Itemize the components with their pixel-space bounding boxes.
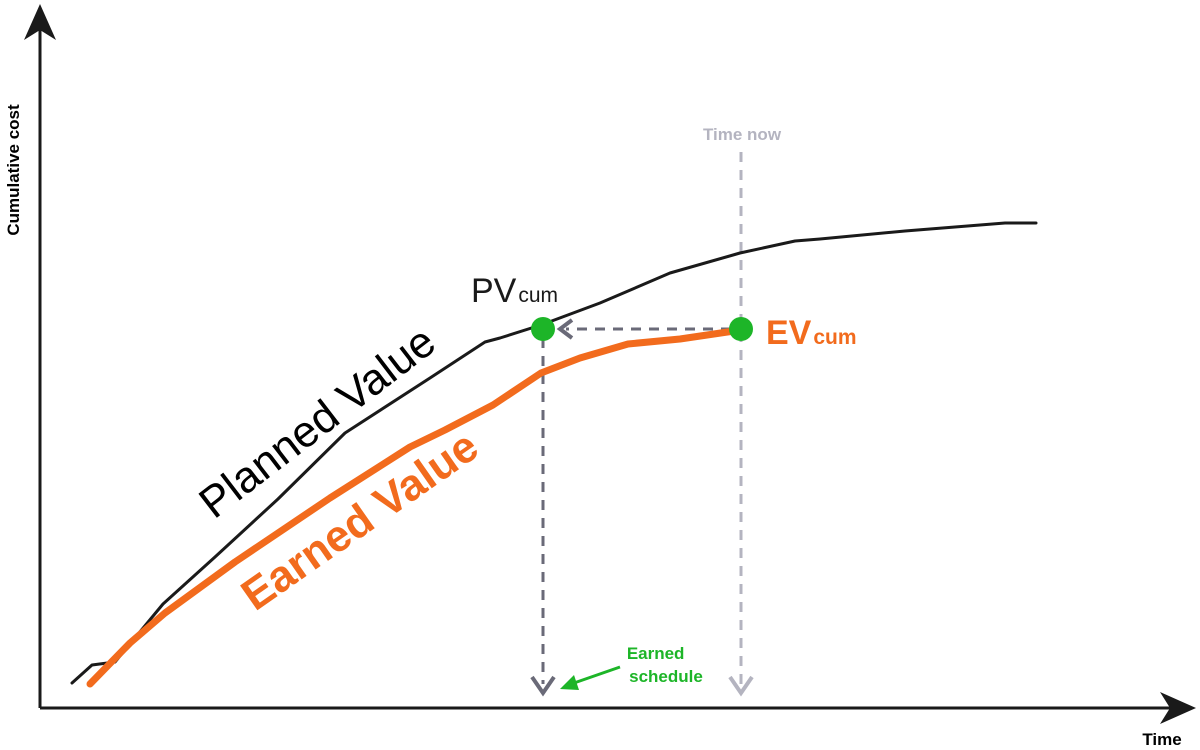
y-axis-label: Cumulative cost (4, 104, 23, 236)
x-axis-label: Time (1142, 730, 1181, 749)
y-axis-arrow (24, 4, 56, 40)
pv-cum-label-main: PV (471, 272, 517, 310)
ev-to-pv-arrowhead (556, 318, 574, 340)
earned-schedule-pointer-head (560, 675, 579, 690)
time-now-indicator: Time now (703, 125, 782, 697)
ev-cum-marker (729, 317, 753, 341)
ev-cum-label-main: EV (766, 314, 812, 352)
time-now-label: Time now (703, 125, 782, 144)
pv-cum-label: PVcum (471, 272, 558, 310)
earned-schedule-annotation: Earned schedule (560, 644, 703, 690)
earned-schedule-label: Earned schedule (627, 644, 703, 686)
ev-cum-label: EVcum (766, 314, 857, 352)
pv-cum-marker (531, 317, 555, 341)
earned-value-curve (86, 326, 745, 688)
ev-cum-label-sub: cum (813, 326, 856, 349)
axes: Cumulative cost Time (4, 4, 1196, 749)
earned-schedule-label-line1: Earned (627, 644, 685, 663)
pv-cum-label-sub: cum (518, 284, 558, 307)
earned-schedule-indicator (530, 338, 556, 697)
earned-schedule-label-line2: schedule (629, 667, 703, 686)
x-axis-arrow (1160, 692, 1196, 724)
earned-schedule-pointer-line (573, 665, 621, 685)
ev-to-pv-connector (556, 318, 731, 340)
planned-value-curve (70, 221, 1038, 685)
earned-schedule-arrowhead (530, 675, 556, 697)
time-now-arrowhead (728, 675, 754, 697)
